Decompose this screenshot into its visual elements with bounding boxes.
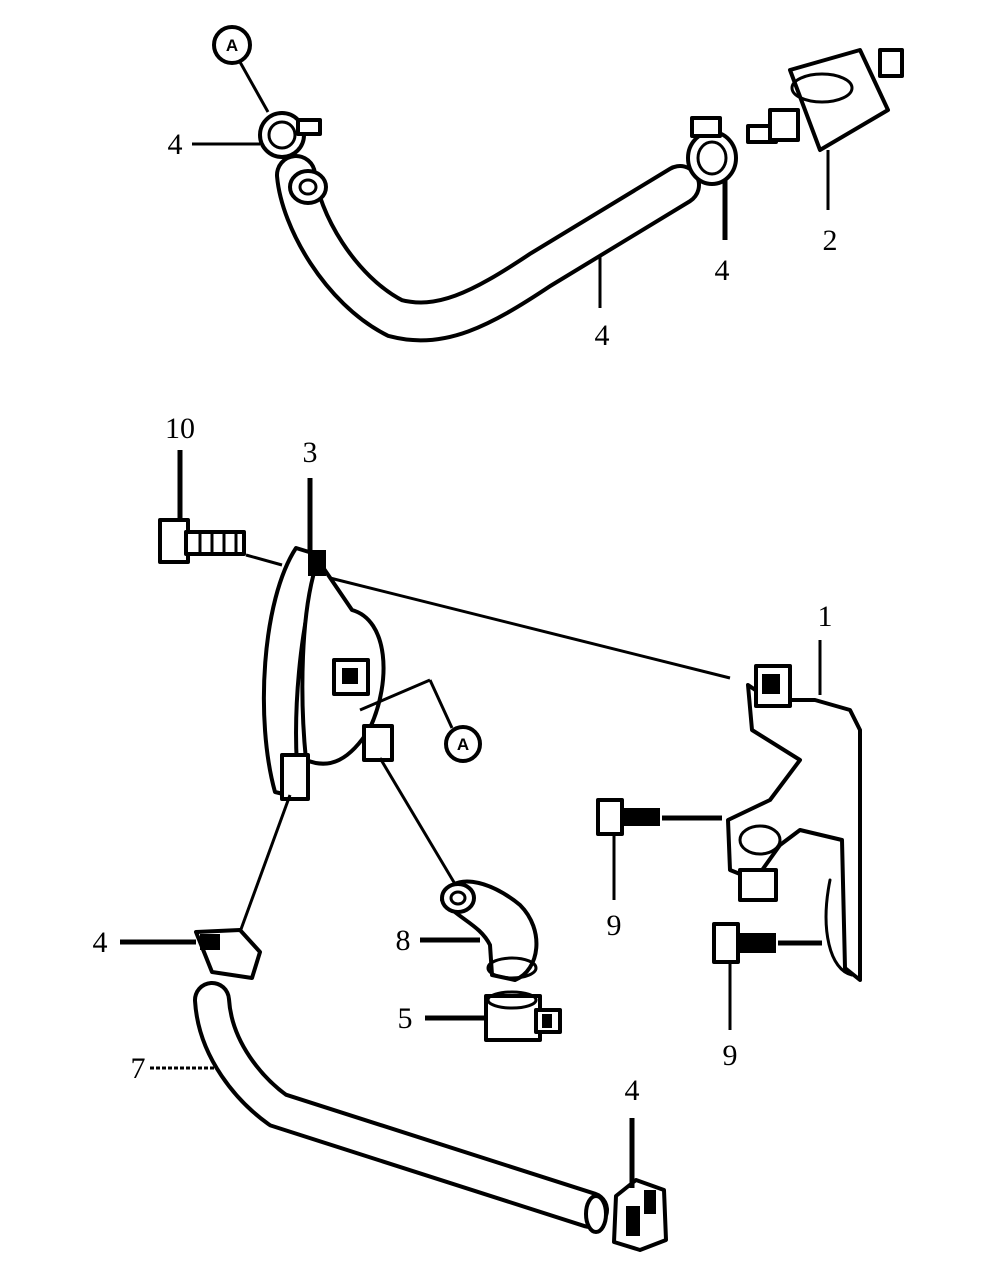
- filter-cap: [790, 72, 854, 104]
- valve-nipple-right: [362, 724, 394, 762]
- connector-label: A: [457, 735, 469, 754]
- bracket-hole: [738, 824, 782, 856]
- bolt-9-lower: [712, 922, 776, 964]
- clamp-inner: [267, 120, 297, 150]
- clamp-5-body: [484, 994, 542, 1042]
- callout-9a: 9: [607, 909, 622, 942]
- elbow-hose-8: [440, 879, 539, 982]
- clamp-inner: [696, 140, 728, 176]
- bolt-shank: [736, 933, 776, 953]
- connector-label: A: [226, 36, 238, 55]
- clamp-tab: [690, 116, 722, 138]
- screw-head: [158, 518, 190, 564]
- valve-nipple-left: [280, 753, 310, 801]
- callout-4b: 4: [715, 254, 730, 287]
- leader-valve-to-clamp: [238, 794, 292, 933]
- leader-valve-to-bracket: [329, 576, 731, 680]
- hose-clamp-mid-left: [194, 928, 262, 980]
- valve-3: [261, 546, 394, 801]
- callout-6: 4: [595, 319, 610, 352]
- hose-clamp-top-right: [686, 116, 738, 186]
- hose-6-end: [288, 169, 328, 205]
- connector-circle: [444, 725, 482, 763]
- hose-7-body: [197, 985, 605, 1225]
- callout-5: 5: [398, 1002, 413, 1035]
- bolt-9-upper: [596, 798, 660, 836]
- connector-circle: [212, 25, 252, 65]
- clamp-ring: [686, 130, 738, 186]
- clamp-5: [484, 990, 562, 1042]
- callout-7: 7: [131, 1052, 146, 1085]
- hose-clamp-bottom-right: [612, 1178, 668, 1252]
- hose-7: [193, 981, 609, 1234]
- hose-6-body: [279, 158, 697, 339]
- bracket-clip-bottom: [738, 868, 778, 902]
- callout-10: 10: [165, 412, 195, 445]
- connector-leader: [238, 61, 270, 113]
- hose-7-end: [584, 1194, 608, 1234]
- callout-4a: 4: [168, 128, 183, 161]
- callout-2: 2: [823, 224, 838, 257]
- callout-9b: 9: [723, 1039, 738, 1072]
- bolt-head: [712, 922, 740, 964]
- clamp-tab: [296, 118, 322, 136]
- elbow-end: [440, 882, 476, 914]
- callout-1: 1: [818, 600, 833, 633]
- fuel-filter-2: [746, 48, 904, 152]
- callout-8: 8: [396, 924, 411, 957]
- filter-outlet: [878, 48, 904, 78]
- hose-6-bore: [298, 178, 318, 196]
- connector-leader: [359, 678, 431, 712]
- callout-3: 3: [303, 436, 318, 469]
- hose-clamp-top-left: [258, 111, 322, 159]
- leader-valve-to-elbow: [378, 757, 457, 885]
- leader-10-to-valve: [245, 553, 283, 567]
- connector-a-mid: A: [359, 678, 482, 763]
- bracket-1: [726, 664, 862, 982]
- hose-6: [275, 154, 701, 343]
- filter-inlet-neck: [768, 108, 800, 142]
- connector-a-top: A: [212, 25, 270, 113]
- callout-4c: 4: [93, 926, 108, 959]
- bolt-head: [596, 798, 624, 836]
- bracket-plate: [726, 683, 862, 982]
- screw-10: [158, 518, 246, 564]
- bolt-shank: [620, 808, 660, 826]
- callout-4d: 4: [625, 1074, 640, 1107]
